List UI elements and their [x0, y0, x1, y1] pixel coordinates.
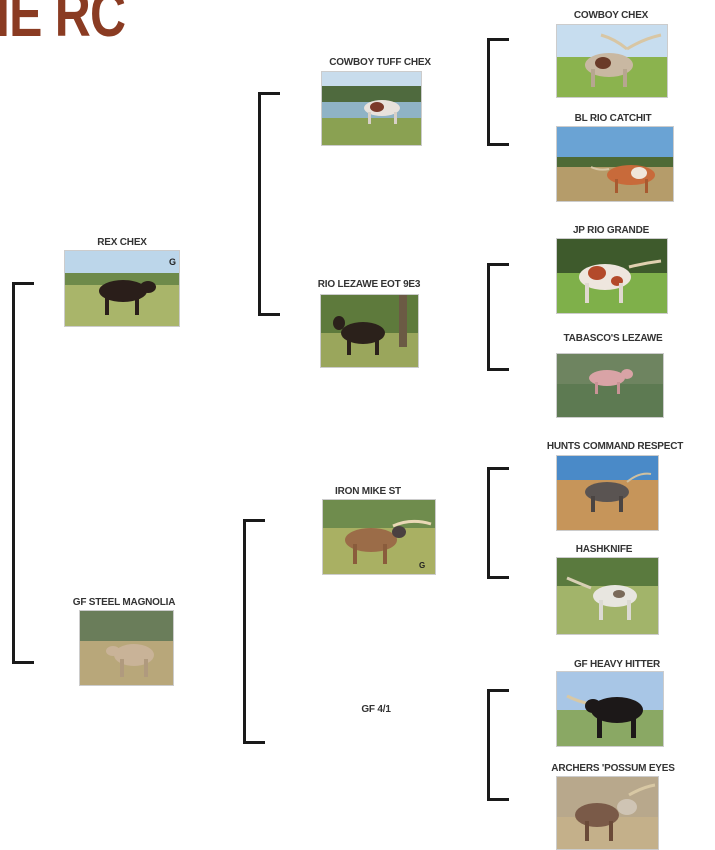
- label-iron-mike-st: IRON MIKE ST: [335, 486, 401, 497]
- bull-photo-icon: G: [323, 500, 435, 574]
- bull-photo-icon: [557, 25, 667, 97]
- label-tabascos-lezawe: TABASCO'S LEZAWE: [563, 333, 663, 344]
- svg-text:G: G: [169, 257, 176, 267]
- label-gf-heavy-hitter: GF HEAVY HITTER: [573, 659, 661, 670]
- bull-photo-icon: [557, 672, 663, 746]
- bull-photo-icon: [557, 127, 673, 201]
- bull-photo-icon: G: [65, 251, 179, 326]
- label-gf-steel-magnolia: GF STEEL MAGNOLIA: [72, 597, 176, 608]
- photo-iron-mike-st[interactable]: G: [322, 499, 436, 575]
- photo-hunts-command-respect[interactable]: [556, 455, 659, 531]
- svg-text:G: G: [419, 561, 425, 570]
- photo-jp-rio-grande[interactable]: [556, 238, 668, 314]
- bracket-cowboy-tuff-parents: [487, 38, 509, 146]
- bracket-sire-dam: [12, 282, 34, 664]
- bracket-sire-parents: [258, 92, 280, 316]
- bracket-rio-lezawe-parents: [487, 263, 509, 371]
- bracket-gf41-parents: [487, 689, 509, 801]
- photo-cowboy-chex[interactable]: [556, 24, 668, 98]
- label-jp-rio-grande: JP RIO GRANDE: [572, 225, 650, 236]
- photo-gf-steel-magnolia[interactable]: [79, 610, 174, 686]
- page-title: IE RC: [0, 0, 126, 50]
- label-rio-lezawe: RIO LEZAWE EOT 9E3: [317, 279, 421, 290]
- bull-photo-icon: [321, 295, 418, 367]
- label-archers-possum-eyes: ARCHERS 'POSSUM EYES: [551, 763, 675, 774]
- photo-archers-possum-eyes[interactable]: [556, 776, 659, 850]
- cow-photo-icon: [80, 611, 173, 685]
- bracket-iron-mike-parents: [487, 467, 509, 579]
- cow-photo-icon: [557, 354, 663, 417]
- label-hashknife: HASHKNIFE: [575, 544, 633, 555]
- photo-rex-chex[interactable]: G: [64, 250, 180, 327]
- bull-photo-icon: [322, 72, 421, 145]
- label-gf-4-1: GF 4/1: [361, 704, 391, 715]
- photo-cowboy-tuff-chex[interactable]: [321, 71, 422, 146]
- photo-bl-rio-catchit[interactable]: [556, 126, 674, 202]
- photo-gf-heavy-hitter[interactable]: [556, 671, 664, 747]
- photo-tabascos-lezawe[interactable]: [556, 353, 664, 418]
- bull-photo-icon: [557, 239, 667, 313]
- label-bl-rio-catchit: BL RIO CATCHIT: [574, 113, 652, 124]
- label-hunts-command-respect: HUNTS COMMAND RESPECT: [546, 441, 684, 452]
- photo-hashknife[interactable]: [556, 557, 659, 635]
- bull-photo-icon: [557, 777, 658, 849]
- label-rex-chex: REX CHEX: [97, 237, 147, 248]
- label-cowboy-chex: COWBOY CHEX: [573, 10, 649, 21]
- label-cowboy-tuff-chex: COWBOY TUFF CHEX: [329, 57, 431, 68]
- bracket-dam-parents: [243, 519, 265, 744]
- photo-rio-lezawe[interactable]: [320, 294, 419, 368]
- bull-photo-icon: [557, 456, 658, 530]
- bull-photo-icon: [557, 558, 658, 634]
